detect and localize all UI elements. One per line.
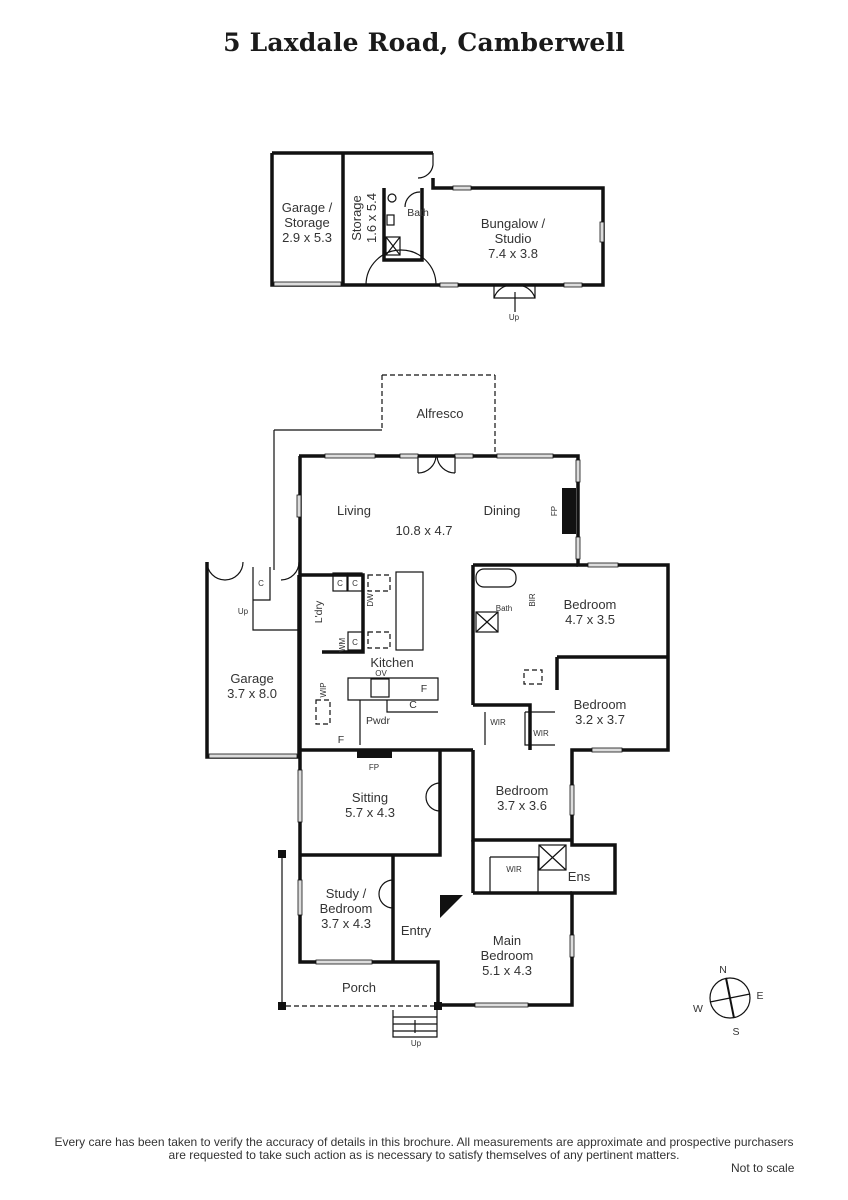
sitting-label: Sitting bbox=[352, 790, 388, 805]
garage-label: Garage bbox=[230, 671, 273, 686]
up-label: Up bbox=[509, 313, 520, 322]
fireplace-label: FP bbox=[550, 506, 559, 516]
bir-label: BIR bbox=[528, 593, 537, 607]
bedroom-size: 3.7 x 3.6 bbox=[497, 798, 547, 813]
bedroom-label: Bedroom bbox=[496, 783, 549, 798]
wir-label: WIR bbox=[490, 718, 506, 727]
compass-north: N bbox=[719, 964, 727, 976]
compass-south: S bbox=[732, 1026, 739, 1038]
oven-label: OV bbox=[375, 669, 387, 678]
compass: N E S W bbox=[693, 964, 763, 1038]
sitting-size: 5.7 x 4.3 bbox=[345, 805, 395, 820]
study-label: Bedroom bbox=[320, 901, 373, 916]
laundry-label: L'dry bbox=[313, 600, 325, 623]
cupboard-label: C bbox=[258, 579, 264, 588]
room-size: 1.6 x 5.4 bbox=[364, 193, 379, 243]
room-label: Garage / bbox=[282, 200, 333, 215]
main-bedroom-label: Bedroom bbox=[481, 948, 534, 963]
compass-east: E bbox=[756, 990, 763, 1002]
disclaimer-line: are requested to take such action as is … bbox=[168, 1148, 680, 1162]
ensuite-label: Ens bbox=[568, 869, 591, 884]
fridge-label: F bbox=[338, 734, 344, 746]
room-label: Bungalow / bbox=[481, 216, 546, 231]
bath-label: Bath bbox=[496, 604, 512, 613]
outbuilding: Garage / Storage 2.9 x 5.3 Storage 1.6 x… bbox=[270, 151, 605, 322]
cupboard-label: C bbox=[337, 579, 343, 588]
up-label: Up bbox=[238, 607, 249, 616]
cupboard-label: C bbox=[352, 579, 358, 588]
entry-label: Entry bbox=[401, 923, 432, 938]
wir-label: WIR bbox=[533, 729, 549, 738]
disclaimer: Every care has been taken to verify the … bbox=[0, 1136, 848, 1162]
bedroom-size: 4.7 x 3.5 bbox=[565, 612, 615, 627]
study-size: 3.7 x 4.3 bbox=[321, 916, 371, 931]
study-label: Study / bbox=[326, 886, 367, 901]
bedroom-label: Bedroom bbox=[564, 597, 617, 612]
room-size: 2.9 x 5.3 bbox=[282, 230, 332, 245]
wm-label: WM bbox=[338, 638, 347, 653]
dw-label: DW bbox=[366, 593, 375, 607]
living-size: 10.8 x 4.7 bbox=[395, 523, 452, 538]
main-house: Alfresco FP Living Dining 10.8 x 4.7 C U… bbox=[205, 374, 670, 1048]
living-label: Living bbox=[337, 503, 371, 518]
room-label: Bath bbox=[407, 207, 429, 219]
fireplace-label: FP bbox=[369, 763, 379, 772]
room-label: Storage bbox=[284, 215, 330, 230]
room-label: Studio bbox=[495, 231, 532, 246]
wip-label: WIP bbox=[319, 682, 328, 697]
room-size: 7.4 x 3.8 bbox=[488, 246, 538, 261]
cupboard-label: C bbox=[409, 699, 417, 711]
up-label: Up bbox=[411, 1039, 422, 1048]
porch-label: Porch bbox=[342, 980, 376, 995]
cupboard-label: C bbox=[352, 638, 358, 647]
compass-west: W bbox=[693, 1003, 703, 1015]
dining-label: Dining bbox=[484, 503, 521, 518]
alfresco-label: Alfresco bbox=[417, 406, 464, 421]
bedroom-size: 3.2 x 3.7 bbox=[575, 712, 625, 727]
pwdr-label: Pwdr bbox=[366, 715, 390, 727]
not-to-scale-label: Not to scale bbox=[731, 1161, 795, 1175]
garage-size: 3.7 x 8.0 bbox=[227, 686, 277, 701]
room-label: Storage bbox=[349, 195, 364, 241]
main-bedroom-size: 5.1 x 4.3 bbox=[482, 963, 532, 978]
wir-label: WIR bbox=[506, 865, 522, 874]
kitchen-label: Kitchen bbox=[370, 655, 413, 670]
bedroom-label: Bedroom bbox=[574, 697, 627, 712]
page-title: 5 Laxdale Road, Camberwell bbox=[223, 28, 625, 57]
fridge-label: F bbox=[421, 683, 427, 695]
main-bedroom-label: Main bbox=[493, 933, 521, 948]
disclaimer-line: Every care has been taken to verify the … bbox=[54, 1135, 794, 1149]
